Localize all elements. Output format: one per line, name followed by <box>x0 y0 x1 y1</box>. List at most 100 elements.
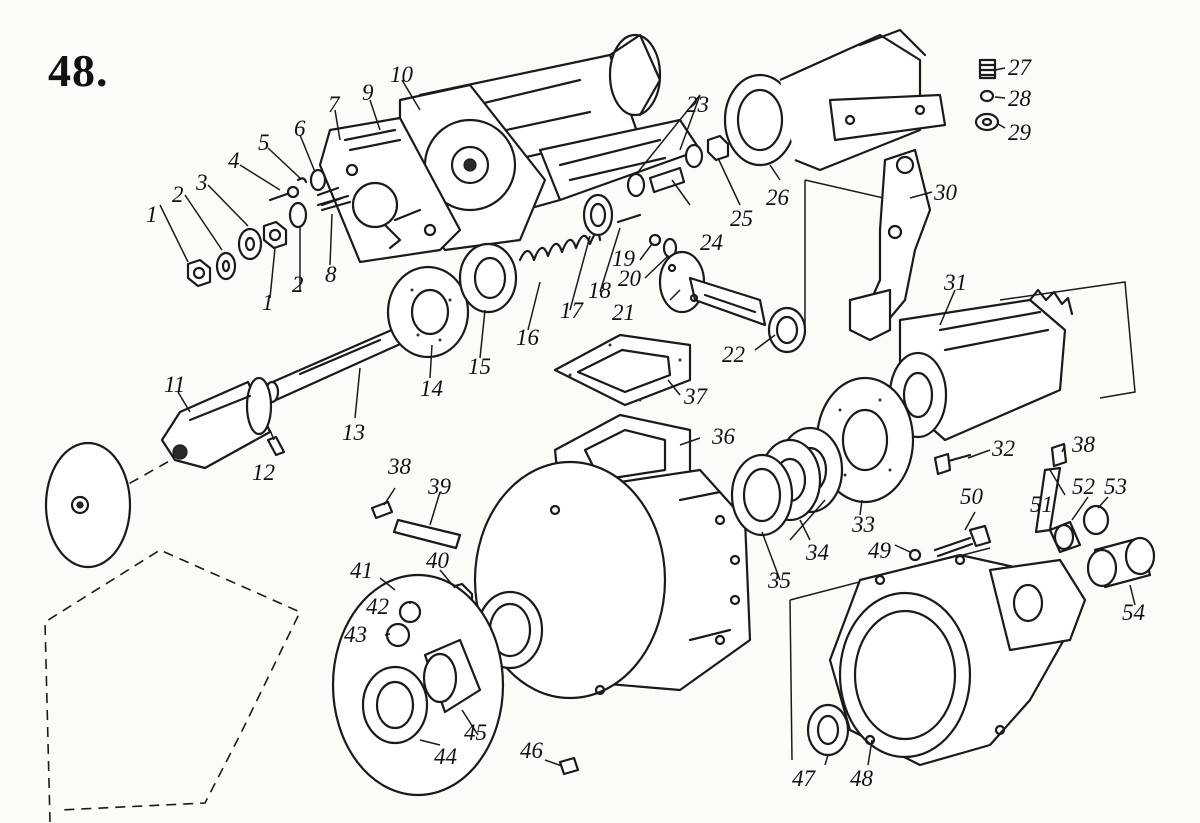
clip-19 <box>648 233 662 247</box>
callout-6: 6 <box>294 116 306 141</box>
callout-35: 35 <box>767 568 791 593</box>
cutting-disc <box>44 441 132 569</box>
callout-14: 14 <box>420 376 443 401</box>
callout-34: 34 <box>805 540 829 565</box>
callout-44: 44 <box>434 744 457 769</box>
output-shaft-21 <box>658 250 767 327</box>
callout-39: 39 <box>427 474 452 499</box>
figure-title: 48. <box>48 45 109 96</box>
spring-16 <box>518 231 602 262</box>
ring-35 <box>730 453 794 537</box>
callout-11: 11 <box>164 372 185 397</box>
callout-40: 40 <box>426 548 450 573</box>
sleeve-bracket-26 <box>723 28 947 172</box>
callout-12: 12 <box>252 460 275 485</box>
screw-32 <box>933 452 972 476</box>
callout-27: 27 <box>1008 55 1033 80</box>
callout-3: 3 <box>195 170 208 195</box>
callout-25: 25 <box>730 206 753 231</box>
callout-19: 19 <box>612 246 636 271</box>
callout-29: 29 <box>1008 120 1032 145</box>
motor-31 <box>888 288 1074 442</box>
callout-22: 22 <box>722 342 745 367</box>
seal-47 <box>806 703 850 757</box>
callout-5: 5 <box>258 130 270 155</box>
callout-54: 54 <box>1122 600 1145 625</box>
callout-32: 32 <box>991 436 1015 461</box>
cover-plate <box>316 116 462 264</box>
callout-16: 16 <box>516 325 540 350</box>
bushing-54 <box>1086 536 1156 589</box>
callout-33: 33 <box>851 512 875 537</box>
callout-45: 45 <box>464 720 487 745</box>
bolt-50 <box>933 524 992 558</box>
screw-18 <box>616 213 642 224</box>
callout-41: 41 <box>350 558 373 583</box>
callout-48: 48 <box>850 766 874 791</box>
callout-9: 9 <box>362 80 374 105</box>
callout-20: 20 <box>618 266 642 291</box>
callout-24: 24 <box>700 230 723 255</box>
callout-4: 4 <box>228 148 240 173</box>
bushing-52 <box>1048 520 1082 554</box>
small-parts-27-29 <box>974 58 1000 132</box>
callout-51: 51 <box>1030 492 1053 517</box>
lever-30 <box>848 148 932 342</box>
callout-50: 50 <box>960 484 984 509</box>
bracket-mid <box>804 179 893 335</box>
callout-36: 36 <box>711 424 736 449</box>
callout-7: 7 <box>328 92 341 117</box>
callout-43: 43 <box>344 622 367 647</box>
motor-housing <box>398 33 702 252</box>
callout-38-left: 38 <box>387 454 412 479</box>
callout-2-a: 2 <box>172 182 184 207</box>
gasket-37 <box>553 333 692 407</box>
pin-46 <box>558 756 580 776</box>
callout-labels: 1 2 3 4 5 6 7 8 9 10 1 2 11 12 13 14 15 … <box>146 55 1145 791</box>
pin-12 <box>266 435 286 457</box>
cover-41 <box>331 573 505 797</box>
callout-10: 10 <box>390 62 414 87</box>
callout-42: 42 <box>366 594 389 619</box>
callout-49: 49 <box>868 538 892 563</box>
seal-17 <box>582 193 614 237</box>
fastener-stack-left <box>186 168 352 288</box>
dashed-outline-left <box>44 549 302 823</box>
callout-46: 46 <box>520 738 544 763</box>
callout-15: 15 <box>468 354 491 379</box>
callout-17: 17 <box>560 298 585 323</box>
callout-26: 26 <box>766 185 790 210</box>
seal-22 <box>767 306 807 354</box>
bracket-upper-right <box>999 281 1136 399</box>
flange-14 <box>386 265 470 359</box>
rear-cover-48 <box>828 553 1087 767</box>
callout-23: 23 <box>686 92 709 117</box>
ball-49 <box>908 548 922 562</box>
callout-53: 53 <box>1104 474 1127 499</box>
callout-31: 31 <box>943 270 967 295</box>
bearing-15 <box>458 242 518 314</box>
callout-47: 47 <box>792 766 817 791</box>
rod-39 <box>392 518 462 550</box>
callout-30: 30 <box>933 180 958 205</box>
leader-lines <box>159 67 1136 767</box>
hub-cone <box>160 376 273 470</box>
callout-1-a: 1 <box>146 202 158 227</box>
callout-13: 13 <box>342 420 365 445</box>
callout-18: 18 <box>588 278 612 303</box>
callout-28: 28 <box>1008 86 1032 111</box>
callout-52: 52 <box>1072 474 1095 499</box>
callout-1-b: 1 <box>262 290 274 315</box>
callout-37: 37 <box>683 384 709 409</box>
callout-2-b: 2 <box>292 272 304 297</box>
main-housing-36 <box>473 413 752 700</box>
bracket-bottom <box>789 599 793 761</box>
pin-38-left <box>370 500 394 520</box>
plug-53 <box>1082 504 1110 536</box>
callout-38-right: 38 <box>1071 432 1096 457</box>
callout-21: 21 <box>612 300 635 325</box>
spacer-set <box>626 134 730 198</box>
callout-8: 8 <box>325 262 337 287</box>
